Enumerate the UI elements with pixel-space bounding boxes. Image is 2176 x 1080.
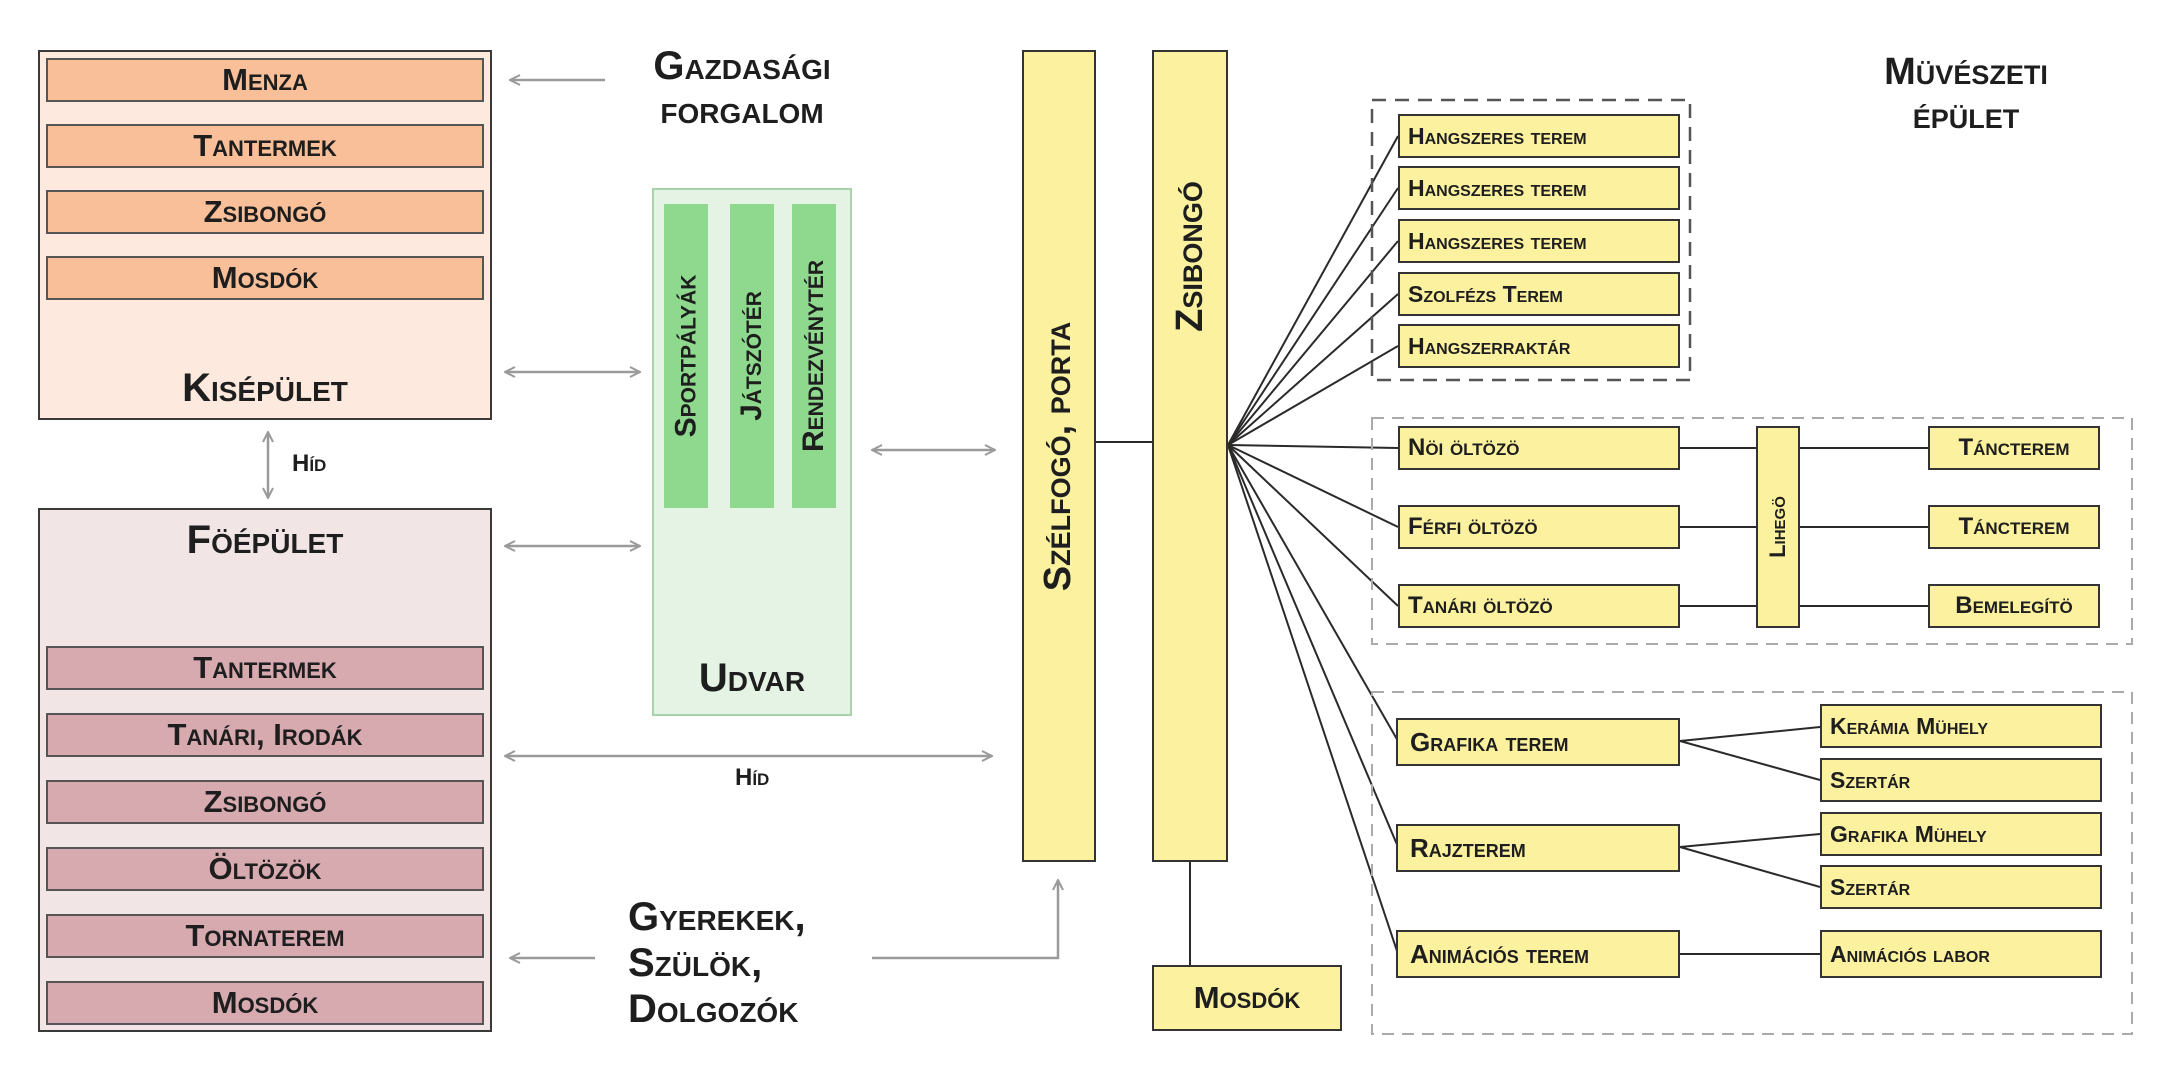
muveszeti-title-line: épület [1912, 95, 2020, 137]
workshop-room: Kerámia Mühely [1820, 704, 2102, 748]
dance-room: Bemelegítö [1928, 584, 2100, 628]
dance-room: Táncterem [1928, 426, 2100, 470]
foepulet-room: Tanári, Irodák [46, 713, 484, 757]
gyerekek-line: Gyerekek, [628, 895, 806, 939]
art-room: Rajzterem [1396, 824, 1680, 872]
kisepulet-title: Kisépület [182, 366, 348, 410]
gazdasagi-line: forgalom [660, 88, 824, 132]
foepulet-title: Föépület [186, 518, 344, 562]
gyerekek-label: Gyerekek, Szülök, Dolgozók [628, 894, 806, 1032]
gazdasagi-line: Gazdasági [653, 44, 831, 88]
muveszeti-title: Müvészeti épület [1836, 50, 2096, 138]
lihego-hall: Lihegö [1756, 426, 1800, 628]
zsibongo-hall: Zsibongó [1152, 50, 1228, 862]
gyerekek-line: Dolgozók [628, 987, 799, 1031]
gazdasagi-label: Gazdasági forgalom [612, 44, 872, 132]
art-room: Grafika terem [1396, 718, 1680, 766]
workshop-room: Szertár [1820, 865, 2102, 909]
foepulet-room: Öltözök [46, 847, 484, 891]
foepulet-room: Zsibongó [46, 780, 484, 824]
music-room: Szolfézs Terem [1398, 272, 1680, 316]
kisepulet-room: Menza [46, 58, 484, 102]
udvar-area: Rendezvénytér [792, 204, 836, 508]
music-room: Hangszeres terem [1398, 114, 1680, 158]
music-room: Hangszeres terem [1398, 219, 1680, 263]
gyerekek-porta-arrow [872, 880, 1058, 960]
foepulet-panel: Föépület Tantermek Tanári, Irodák Zsibon… [38, 508, 492, 1032]
workshop-room: Animációs labor [1820, 930, 2102, 978]
udvar-title: Udvar [698, 656, 806, 700]
muveszeti-mosdok: Mosdók [1152, 965, 1342, 1031]
locker-room: Tanári öltözö [1398, 584, 1680, 628]
dance-room: Táncterem [1928, 505, 2100, 549]
locker-room: Férfi öltözö [1398, 505, 1680, 549]
workshop-room: Grafika Mühely [1820, 812, 2102, 856]
music-room: Hangszeres terem [1398, 166, 1680, 210]
art-group-frame [1371, 691, 2133, 1035]
hid-horizontal-label: Híd [735, 764, 770, 791]
workshop-room: Szertár [1820, 758, 2102, 802]
muveszeti-title-line: Müvészeti [1884, 51, 2048, 93]
kisepulet-room: Mosdók [46, 256, 484, 300]
foepulet-room: Tantermek [46, 646, 484, 690]
foepulet-room: Tornaterem [46, 914, 484, 958]
kisepulet-room: Tantermek [46, 124, 484, 168]
foepulet-room: Mosdók [46, 981, 484, 1025]
udvar-panel: Sportpályák Játszótér Rendezvénytér Udva… [652, 188, 852, 716]
locker-room: Nöi öltözö [1398, 426, 1680, 470]
gyerekek-line: Szülök, [628, 941, 763, 985]
udvar-area: Sportpályák [664, 204, 708, 508]
dance-group-frame [1371, 417, 2133, 645]
szelfogo-porta: Szélfogó, porta [1022, 50, 1096, 862]
music-room: Hangszerraktár [1398, 324, 1680, 368]
kisepulet-panel: Menza Tantermek Zsibongó Mosdók Kisépüle… [38, 50, 492, 420]
udvar-area: Játszótér [730, 204, 774, 508]
art-room: Animációs terem [1396, 930, 1680, 978]
hid-vertical-label: Híd [292, 450, 327, 477]
kisepulet-room: Zsibongó [46, 190, 484, 234]
